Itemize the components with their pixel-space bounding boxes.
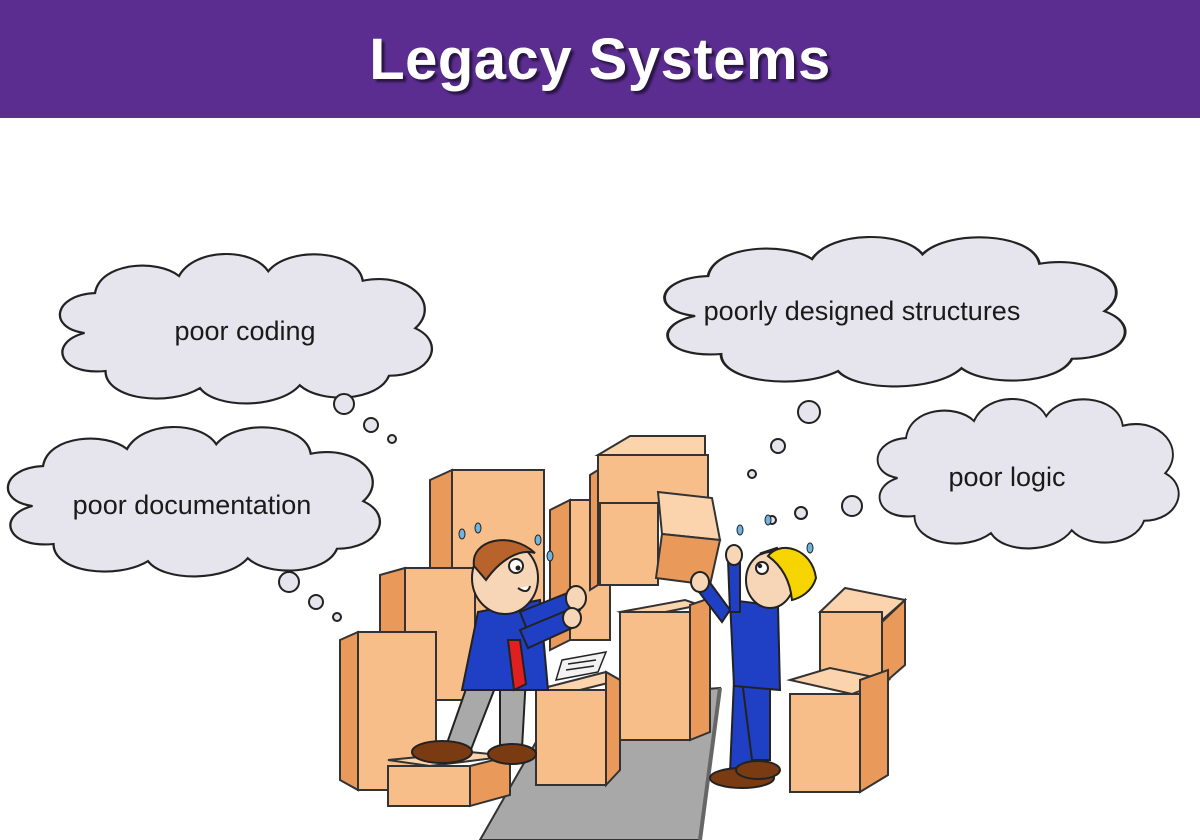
paper-document	[554, 651, 608, 681]
thought-cloud-poor-logic: poor logic	[767, 397, 1180, 550]
sweat-drops	[458, 514, 814, 562]
cloud-label-poorly-designed-structures: poorly designed structures	[704, 296, 1021, 326]
businessman-figure	[411, 539, 587, 765]
cloud-label-poor-coding: poor coding	[174, 316, 315, 346]
cloud-label-poor-logic: poor logic	[948, 462, 1065, 492]
thought-cloud-poor-coding: poor coding	[58, 252, 434, 444]
cloud-label-poor-documentation: poor documentation	[73, 490, 312, 520]
title-bar: Legacy Systems	[0, 0, 1200, 118]
thought-cloud-poorly-designed-structures: poorly designed structures	[663, 235, 1127, 479]
thought-cloud-poor-documentation: poor documentation	[6, 425, 382, 622]
box-stacks	[339, 435, 908, 808]
slide-title: Legacy Systems	[369, 26, 831, 92]
hardhat-worker-figure	[690, 544, 818, 789]
